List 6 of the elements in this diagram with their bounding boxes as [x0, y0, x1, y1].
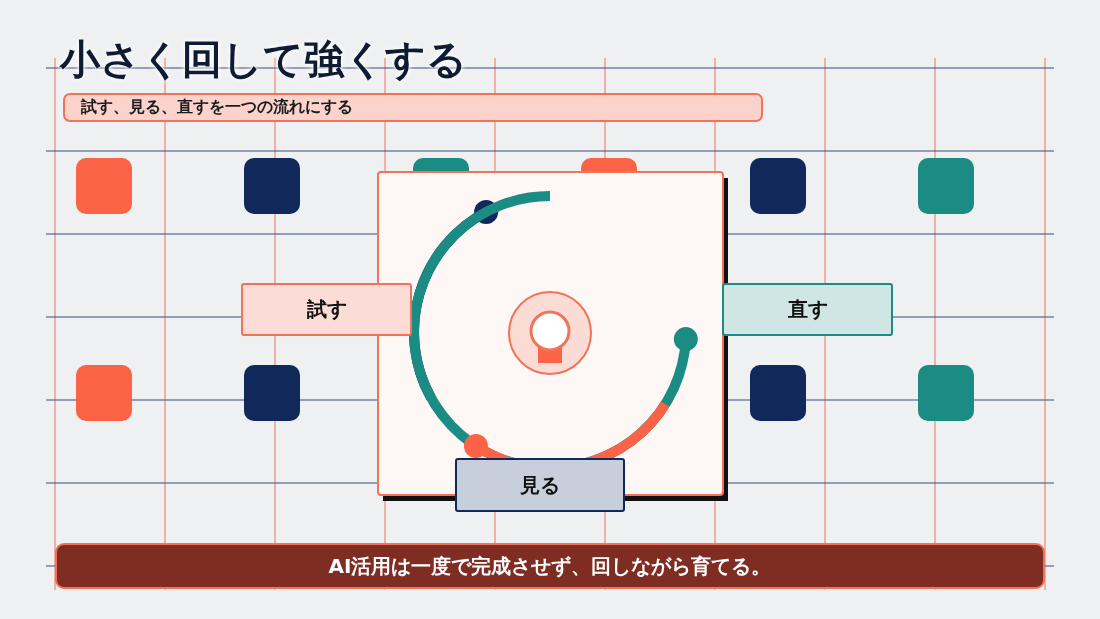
message-banner: AI活用は一度で完成させず、回しながら育てる。	[55, 543, 1045, 589]
step-box: 試す	[241, 283, 412, 336]
step-box: 見る	[455, 458, 625, 512]
subtitle-band: 試す、見る、直すを一つの流れにする	[63, 93, 763, 122]
step-box: 直す	[722, 283, 893, 336]
title: 小さく回して強くする	[60, 35, 467, 84]
